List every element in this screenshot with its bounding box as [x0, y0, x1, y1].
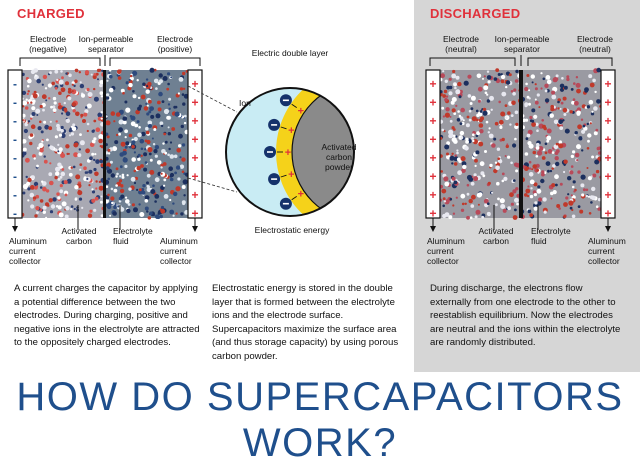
label-electrode-neutral-right: Electrode (neutral) — [577, 34, 613, 54]
label-electrolyte: Electrolyte fluid — [113, 226, 153, 246]
left-neutral-bracket — [429, 57, 516, 66]
minus-sign-icon: - — [13, 96, 17, 110]
plus-sign-icon: + — [191, 133, 198, 147]
label-separator: Ion-permeable separator — [78, 34, 134, 54]
minus-sign-icon: - — [13, 77, 17, 91]
plus-sign-icon: + — [429, 133, 436, 147]
label-activated-carbon: Activated carbon — [61, 226, 97, 246]
plus-sign-icon: + — [191, 96, 198, 110]
plus-sign-icon: + — [604, 151, 611, 165]
label-discharged-collector-left: Aluminum current collector — [427, 236, 465, 266]
plus-sign-icon: + — [604, 170, 611, 184]
minus-sign-icon: - — [13, 170, 17, 184]
minus-sign-icon: - — [13, 207, 17, 221]
plus-sign-icon: + — [429, 151, 436, 165]
label-collector-right: Aluminum current collector — [160, 236, 198, 266]
plus-sign-icon: + — [604, 77, 611, 91]
plus-sign-icon: + — [429, 114, 436, 128]
plus-sign-icon: + — [604, 114, 611, 128]
label-electrode-negative: Electrode (negative) — [29, 34, 67, 54]
positive-charge-icon: + — [288, 169, 294, 181]
right-neutral-bracket — [527, 57, 613, 66]
label-electrode-neutral-left: Electrode (neutral) — [443, 34, 479, 54]
label-ion: Ion — [239, 98, 251, 108]
supercapacitor-diagram: - + - + - + - + - + - + - + - + + + + + + + + + + + + + + + + + + + + + + — [7, 55, 616, 232]
plus-sign-icon: + — [191, 114, 198, 128]
label-discharged-activated-carbon: Activated carbon — [478, 226, 514, 246]
positive-charge-icon: + — [298, 189, 304, 201]
label-carbon-powder: Activated carbon powder — [321, 142, 357, 172]
positive-charge-icon: + — [288, 125, 294, 137]
plus-sign-icon: + — [191, 188, 198, 202]
carbon-particle — [284, 88, 354, 216]
positive-charge-icon: + — [285, 147, 291, 159]
plus-sign-icon: + — [429, 77, 436, 91]
electrode-surface — [291, 88, 354, 216]
zoom-line-top — [187, 85, 238, 113]
plus-sign-icon: + — [429, 207, 436, 221]
plus-sign-icon: + — [604, 96, 611, 110]
label-discharged-collector-right: Aluminum current collector — [588, 236, 626, 266]
plus-sign-icon: + — [191, 207, 198, 221]
discharged-separator — [519, 70, 523, 218]
charged-title: CHARGED — [17, 6, 85, 21]
electrode-positive-bracket — [109, 57, 201, 66]
discharged-cell: + + + + + + + + + + + + + + + + — [425, 55, 616, 232]
plus-sign-icon: + — [429, 188, 436, 202]
minus-sign-icon: - — [13, 114, 17, 128]
discharged-title: DISCHARGED — [430, 6, 521, 21]
double-layer-band — [276, 88, 354, 216]
main-headline: HOW DO SUPERCAPACITORS WORK? — [16, 375, 624, 465]
label-discharged-electrolyte: Electrolyte fluid — [531, 226, 571, 246]
positive-charge-icon: + — [298, 105, 304, 117]
label-double-layer: Electric double layer — [251, 48, 329, 58]
plus-sign-icon: + — [429, 170, 436, 184]
plus-sign-icon: + — [604, 188, 611, 202]
zoom-line-bottom — [187, 177, 238, 193]
electrode-negative-bracket — [19, 57, 101, 66]
minus-sign-icon: - — [13, 133, 17, 147]
plus-sign-icon: + — [191, 77, 198, 91]
label-collector-left: Aluminum current collector — [9, 236, 47, 266]
charged-description: A current charges the capacitor by apply… — [14, 283, 200, 348]
discharged-description: During discharge, the electrons flow ext… — [430, 283, 621, 348]
label-discharged-separator: Ion-permeable separator — [494, 34, 550, 54]
minus-sign-icon: - — [13, 188, 17, 202]
label-electrostatic-energy: Electrostatic energy — [254, 225, 330, 235]
minus-sign-icon: - — [13, 151, 17, 165]
zoom-description: Electrostatic energy is stored in the do… — [212, 283, 399, 362]
plus-sign-icon: + — [429, 96, 436, 110]
zoom-circle: + + + + + — [225, 87, 355, 217]
label-electrode-positive: Electrode (positive) — [157, 34, 193, 54]
plus-sign-icon: + — [604, 207, 611, 221]
plus-sign-icon: + — [191, 170, 198, 184]
charged-cell: - + - + - + - + - + - + - + - + — [7, 55, 203, 232]
plus-sign-icon: + — [604, 133, 611, 147]
charged-separator — [103, 70, 106, 218]
plus-sign-icon: + — [191, 151, 198, 165]
